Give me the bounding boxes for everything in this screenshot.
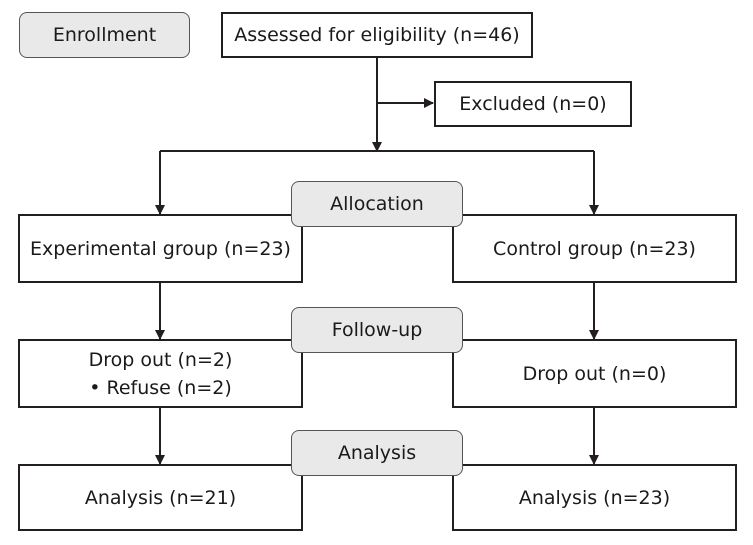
experimental-analysis-label: Analysis (n=21) [84, 486, 237, 509]
assessed-box: Assessed for eligibility (n=46) [221, 12, 533, 58]
control-dropout-label: Drop out (n=0) [522, 362, 667, 385]
stage-analysis: Analysis [291, 430, 463, 476]
stage-allocation: Allocation [291, 181, 463, 227]
excluded-box: Excluded (n=0) [434, 81, 632, 127]
stage-allocation-label: Allocation [330, 193, 424, 215]
stage-follow-up: Follow-up [291, 307, 463, 353]
control-group-label: Control group (n=23) [493, 237, 696, 260]
control-dropout-box: Drop out (n=0) [452, 339, 737, 408]
stage-enrollment-label: Enrollment [52, 24, 157, 46]
control-analysis-box: Analysis (n=23) [452, 464, 737, 531]
experimental-dropout-label: Drop out (n=2) [88, 348, 233, 371]
assessed-label: Assessed for eligibility (n=46) [234, 24, 520, 46]
experimental-group-box: Experimental group (n=23) [18, 214, 303, 283]
stage-follow-up-label: Follow-up [331, 319, 423, 341]
experimental-dropout-box: Drop out (n=2) • Refuse (n=2) [18, 339, 303, 408]
experimental-group-label: Experimental group (n=23) [30, 237, 291, 260]
experimental-analysis-box: Analysis (n=21) [18, 464, 303, 531]
stage-analysis-label: Analysis [337, 442, 417, 464]
excluded-label: Excluded (n=0) [459, 93, 607, 115]
stage-enrollment: Enrollment [19, 12, 190, 58]
control-group-box: Control group (n=23) [452, 214, 737, 283]
control-analysis-label: Analysis (n=23) [518, 486, 671, 509]
experimental-dropout-reason: • Refuse (n=2) [89, 376, 232, 399]
